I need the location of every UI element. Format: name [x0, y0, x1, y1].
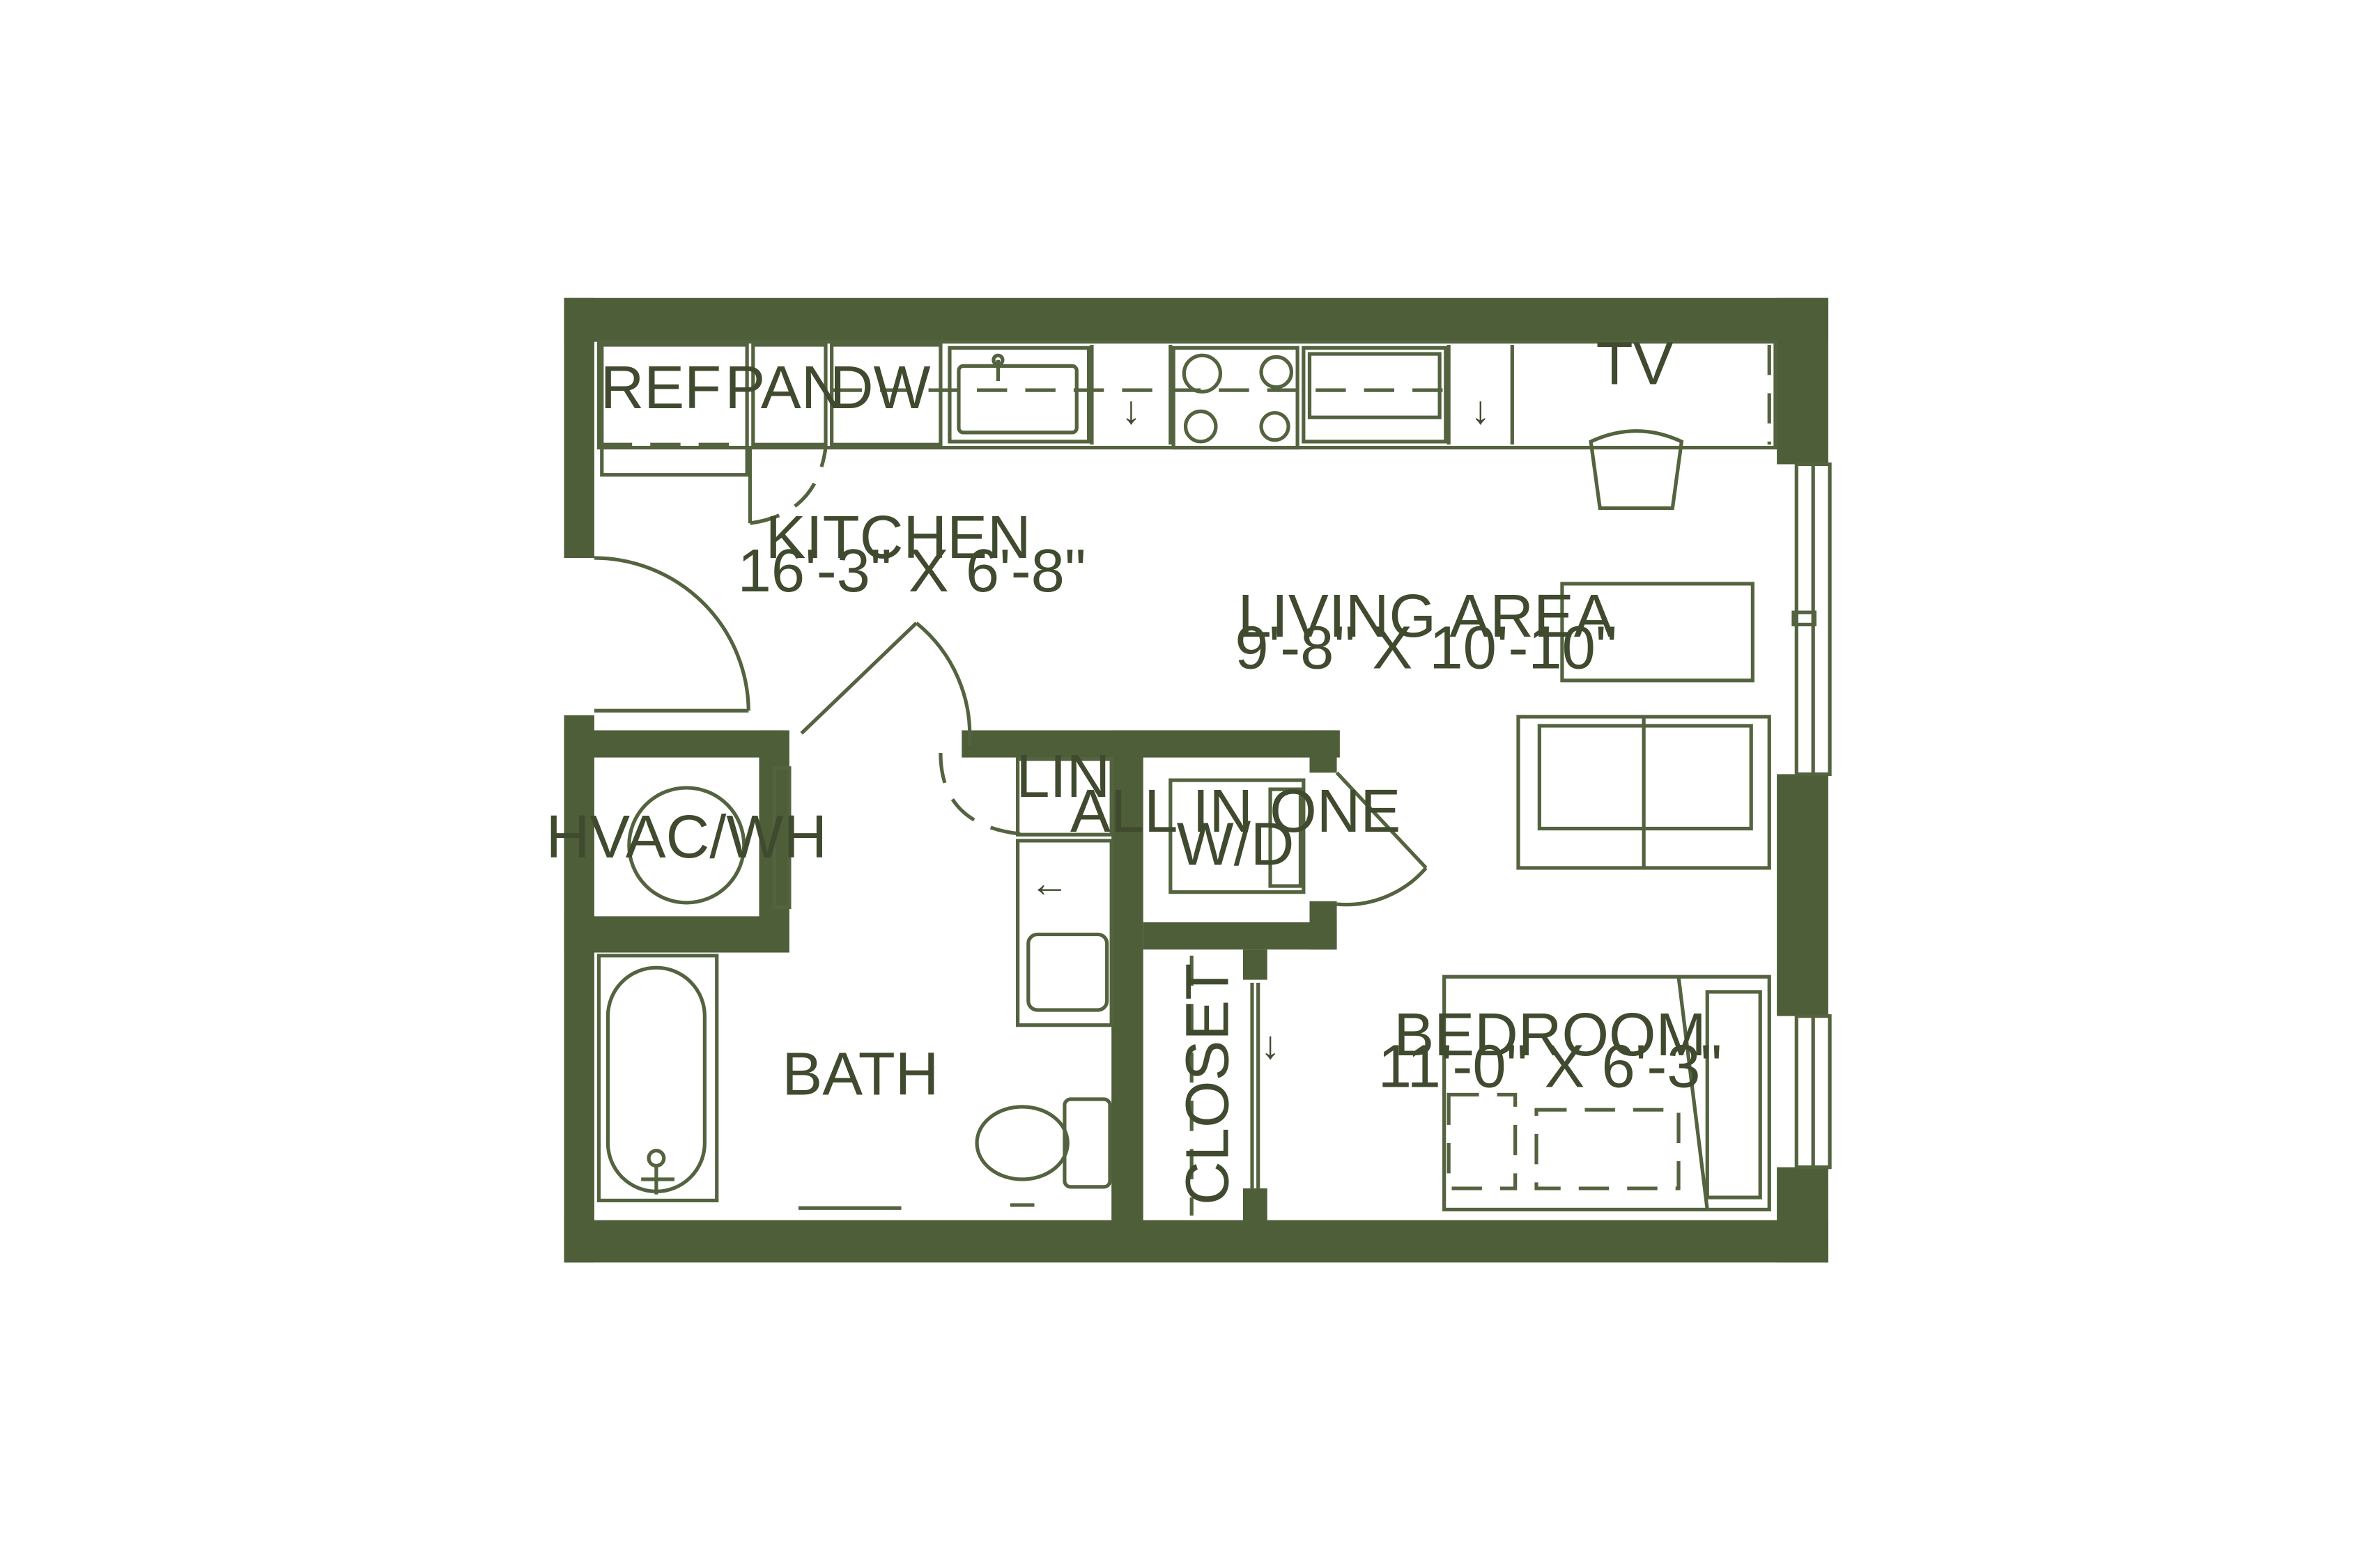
toilet: [1063, 1097, 1112, 1189]
dw-label: DW: [830, 354, 931, 421]
vanity-arrow: ←: [1030, 861, 1069, 905]
living-name: LIVING AREA: [1237, 582, 1614, 650]
bedroom-dims: 11'-0" X 6'-3": [1378, 1033, 1722, 1101]
laundry-line1: ALL IN ONE: [1070, 777, 1401, 845]
hvac-name: HVAC/WH: [546, 803, 827, 871]
bathtub: [596, 954, 719, 1203]
walls: [564, 297, 1828, 1263]
living-dims: 9'-8" X 10'-10": [1235, 614, 1617, 681]
closet-fixtures: ↓: [1189, 955, 1280, 1216]
bath-name: BATH: [782, 1040, 939, 1108]
living-furniture: [1516, 582, 1771, 870]
desk-chair: [1589, 429, 1684, 511]
bath-fixtures: ←: [596, 839, 1113, 1210]
kitchen-name: KITCHEN: [766, 504, 1031, 571]
windows: [1791, 462, 1832, 1170]
dishwasher: [830, 343, 943, 447]
ref-label: REF: [601, 354, 722, 421]
doors: [594, 447, 1428, 909]
bed: [1442, 975, 1771, 1212]
bedroom-furniture: [1442, 975, 1771, 1212]
linen-name: LIN: [1016, 743, 1110, 810]
refrigerator: [600, 343, 749, 477]
tv-label: TV: [1596, 329, 1674, 397]
oven: [1302, 346, 1448, 444]
pantry: [751, 343, 828, 447]
linen-closet: [1016, 757, 1113, 837]
washer-dryer: [1168, 778, 1306, 894]
svg-text:↓: ↓: [1260, 1023, 1280, 1066]
laundry-line2: W/D: [1177, 811, 1295, 878]
bedroom-name: BEDROOM: [1394, 1001, 1706, 1069]
drawer-arrow-1: ↓: [1121, 388, 1141, 432]
kitchen-dims: 16'-3" X 6'-8": [738, 537, 1086, 605]
desk: [1560, 582, 1754, 683]
hvac-unit: [627, 786, 746, 905]
range: [1171, 346, 1299, 450]
vanity: [1016, 839, 1113, 1027]
closet-name: CLOSET: [1173, 963, 1241, 1205]
kitchen-sink: [948, 346, 1091, 444]
drawer-arrow-2: ↓: [1471, 388, 1490, 432]
kitchen-fixtures: ↓ ↓: [596, 340, 1777, 511]
pan-label: PAN: [725, 354, 844, 421]
